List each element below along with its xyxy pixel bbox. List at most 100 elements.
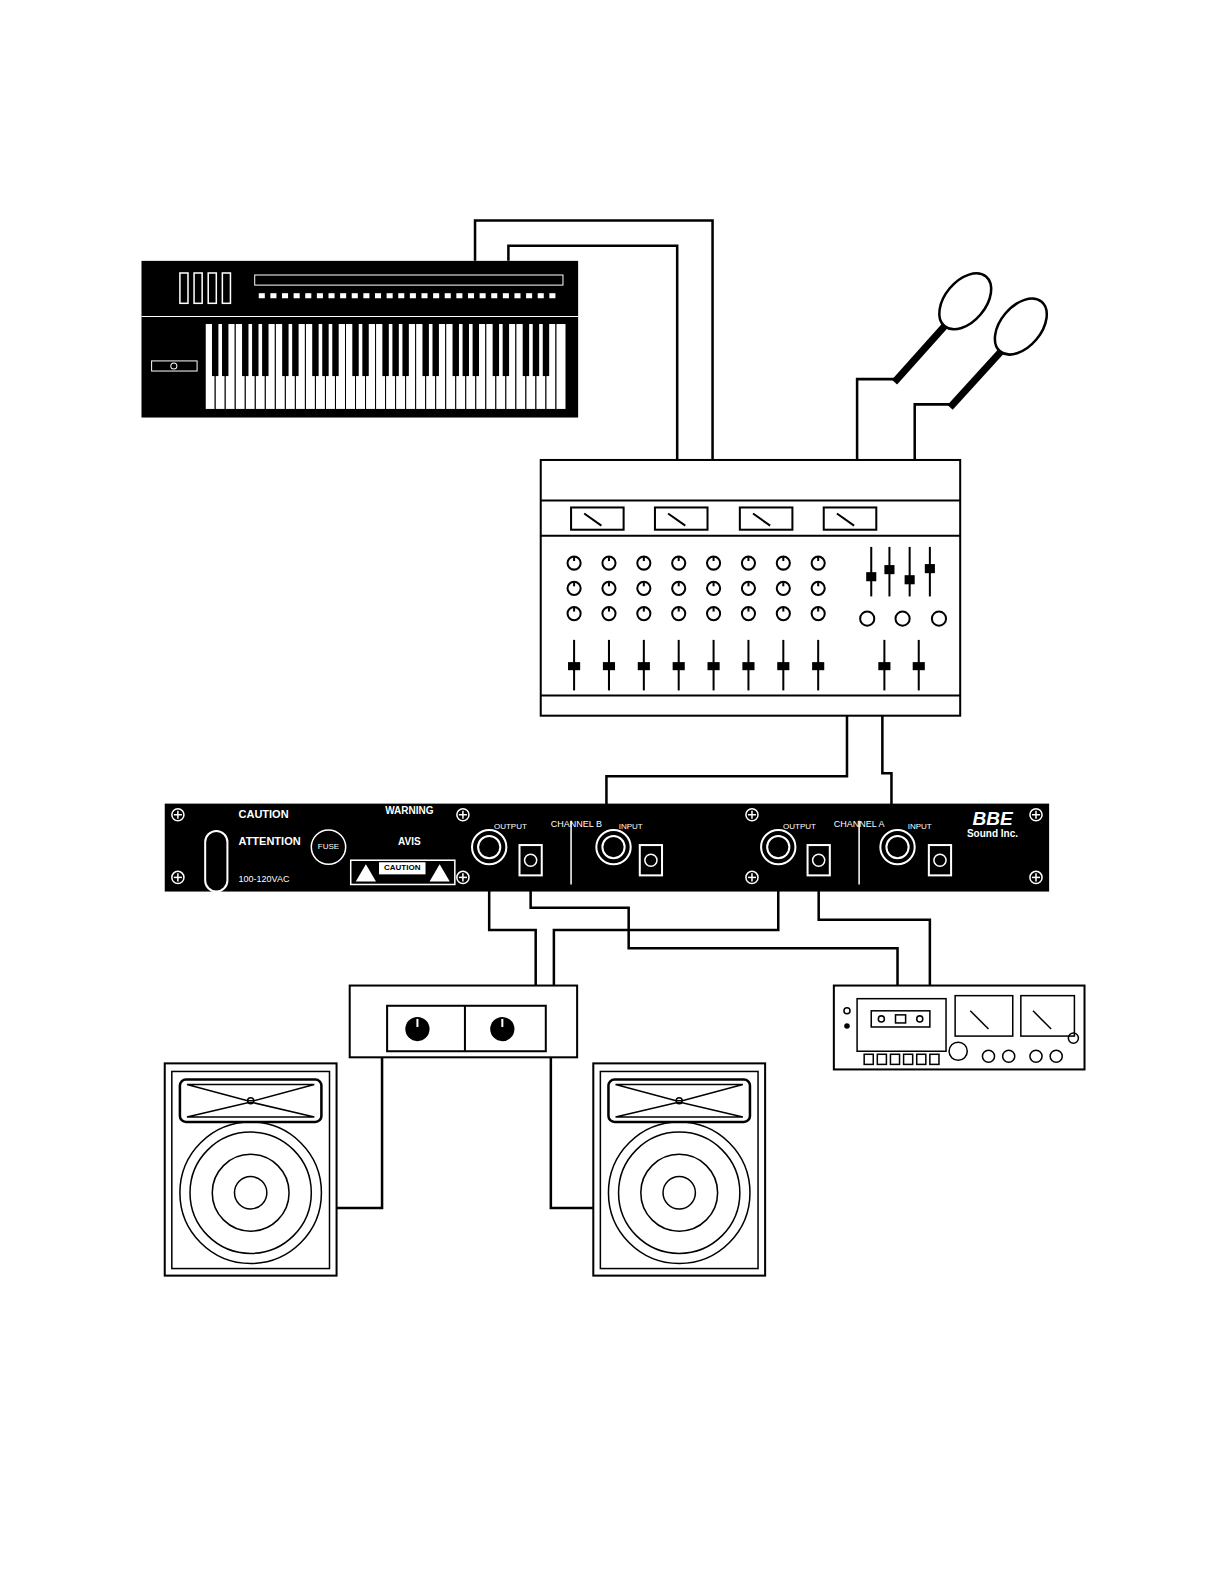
screw	[172, 809, 184, 821]
black-key	[432, 324, 438, 377]
stroke	[248, 1098, 254, 1104]
black-key	[332, 324, 338, 377]
panel-button	[480, 293, 486, 298]
mixer-knob	[707, 582, 720, 595]
microphones	[894, 264, 1057, 408]
stroke	[616, 1103, 743, 1117]
deck-button	[877, 1054, 886, 1064]
stroke	[678, 608, 680, 612]
panel-button	[259, 293, 265, 298]
stroke	[676, 1098, 682, 1104]
panel-label: INPUT	[908, 823, 932, 831]
panel-label: CAUTION	[239, 809, 289, 820]
stroke	[678, 557, 680, 561]
xlr-jack	[472, 830, 506, 864]
phone-jack	[929, 845, 951, 875]
panel-button	[340, 293, 346, 298]
woofer-ring	[180, 1122, 322, 1264]
screw	[746, 809, 758, 821]
phone-jack	[520, 845, 542, 875]
panel-button	[387, 293, 393, 298]
panel-button	[421, 293, 427, 298]
mixer-knob	[602, 607, 615, 620]
stroke	[462, 811, 464, 819]
panel-label: 100-120VAC	[239, 875, 290, 884]
mixer-knob	[812, 607, 825, 620]
stroke	[1035, 873, 1037, 881]
stroke	[713, 582, 715, 586]
screw	[457, 809, 469, 821]
panel-label: FUSE	[318, 843, 339, 851]
panel-button	[526, 293, 532, 298]
panel-label: Sound Inc.	[967, 829, 1018, 839]
stroke	[187, 1103, 314, 1117]
stroke	[602, 836, 624, 858]
bbe-processor	[165, 804, 1049, 892]
stroke	[478, 836, 500, 858]
stroke	[817, 608, 819, 612]
stroke	[886, 836, 908, 858]
stroke	[645, 854, 657, 866]
white-key	[556, 324, 566, 410]
mixer-knob	[672, 556, 685, 569]
keyboard	[142, 261, 579, 418]
panel-button	[305, 293, 311, 298]
woofer-ring	[641, 1154, 718, 1231]
deck-button	[930, 1054, 939, 1064]
panel-label: OUTPUT	[494, 823, 527, 831]
stroke	[573, 582, 575, 586]
deck-button	[917, 1054, 926, 1064]
mixer-knob	[637, 582, 650, 595]
panel-label: INPUT	[619, 823, 643, 831]
phone-jack	[808, 845, 830, 875]
mixer-knob	[568, 556, 581, 569]
stroke	[747, 557, 749, 561]
screw	[1030, 809, 1042, 821]
stroke	[817, 557, 819, 561]
black-key	[382, 324, 388, 377]
stroke	[643, 608, 645, 612]
mixer-knob	[568, 607, 581, 620]
black-key	[473, 324, 479, 377]
woofer-ring	[190, 1132, 311, 1253]
mixer	[541, 460, 960, 716]
black-key	[543, 324, 549, 377]
woofer-ring	[608, 1122, 750, 1264]
black-key	[222, 324, 228, 377]
stroke	[751, 811, 753, 819]
panel-button	[549, 293, 555, 298]
black-key	[252, 324, 258, 377]
screw	[172, 871, 184, 883]
mixer-knob	[707, 607, 720, 620]
screw	[746, 871, 758, 883]
deck-button	[890, 1054, 899, 1064]
black-key	[312, 324, 318, 377]
stroke	[1035, 811, 1037, 819]
stroke	[678, 582, 680, 586]
woofer-ring	[212, 1154, 289, 1231]
stroke	[813, 854, 825, 866]
panel-label: WARNING	[385, 806, 433, 816]
mixer-knob	[707, 556, 720, 569]
fader-cap	[674, 663, 684, 669]
black-key	[533, 324, 539, 377]
mixer-knob	[637, 607, 650, 620]
black-key	[523, 324, 529, 377]
panel-button	[363, 293, 369, 298]
cassette-deck	[834, 986, 1085, 1070]
black-key	[322, 324, 328, 377]
fader-cap	[569, 663, 579, 669]
xlr-jack	[880, 830, 914, 864]
mixer-knob	[672, 582, 685, 595]
mixer-knob	[812, 556, 825, 569]
speaker-cabinet	[165, 1063, 337, 1275]
black-key	[262, 324, 268, 377]
stroke	[767, 836, 789, 858]
horn	[180, 1080, 322, 1122]
panel-button	[317, 293, 323, 298]
deck-button	[904, 1054, 913, 1064]
stroke	[817, 582, 819, 586]
fader-cap	[813, 663, 823, 669]
stroke	[462, 873, 464, 881]
woofer-ring	[234, 1177, 266, 1209]
